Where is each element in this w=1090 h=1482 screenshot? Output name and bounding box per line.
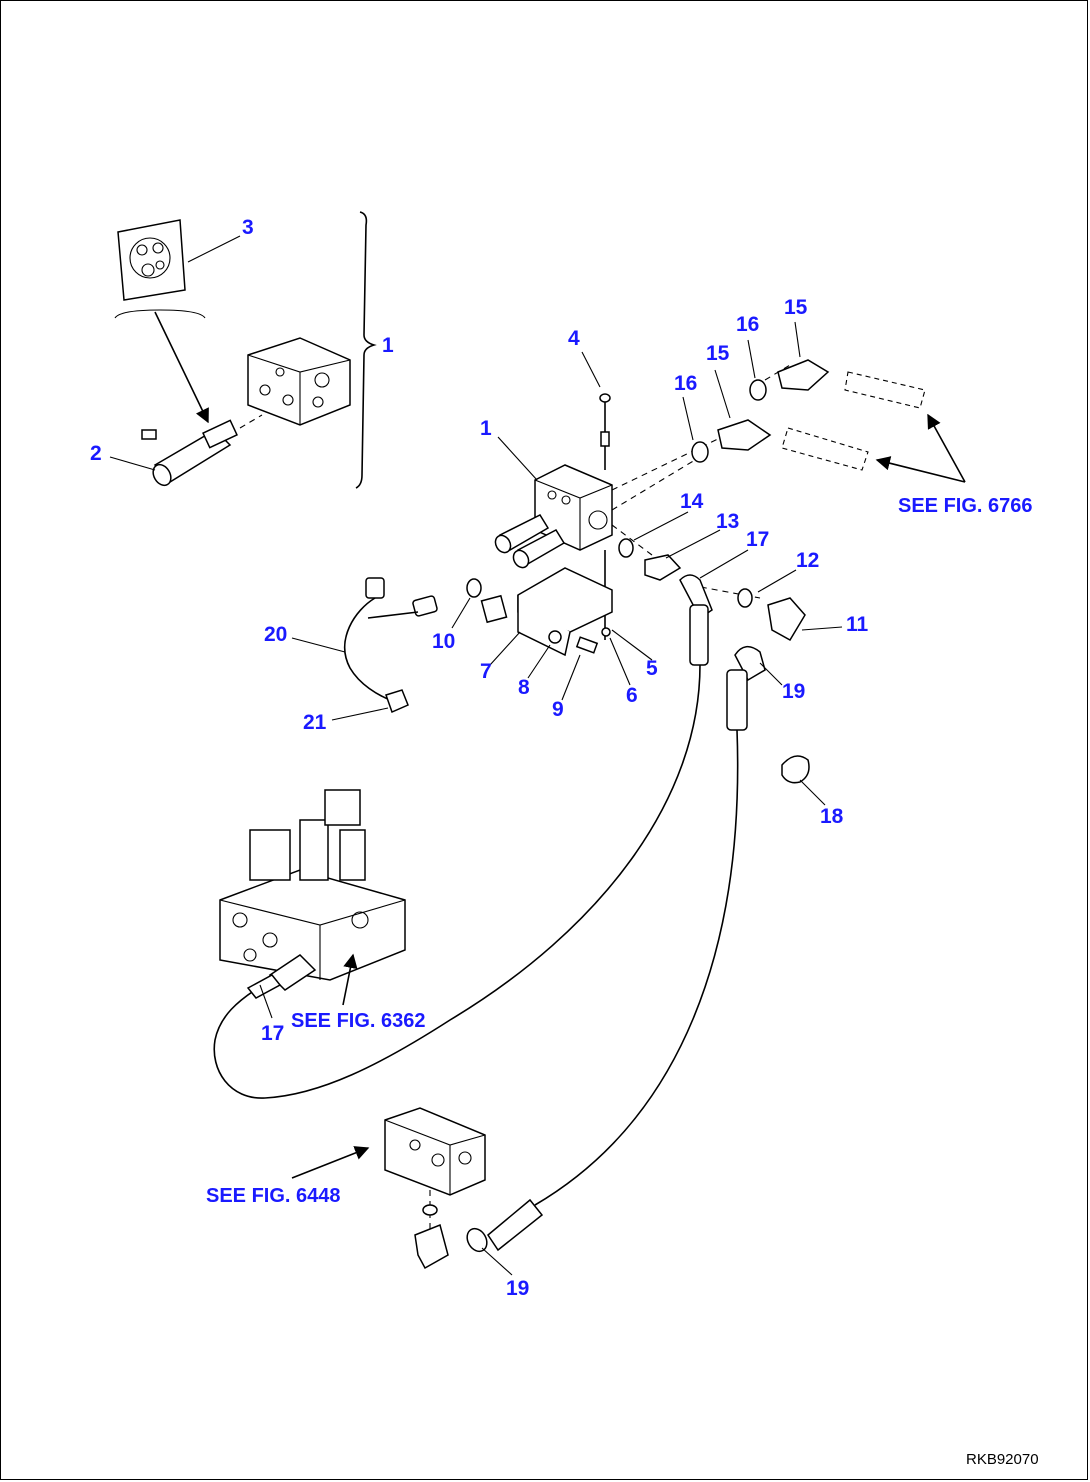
callout-8: 8 (518, 676, 530, 699)
callout-15-b: 15 (784, 296, 808, 319)
callout-1-valve: 1 (480, 417, 492, 440)
callout-12: 12 (796, 549, 819, 572)
fittings-11-14 (618, 538, 806, 642)
fittings-15-16 (691, 359, 966, 483)
clip-part-18 (781, 755, 810, 784)
solenoid-part-2 (141, 414, 263, 487)
figure-references: SEE FIG. 6766 SEE FIG. 6362 SEE FIG. 644… (206, 495, 1033, 1207)
valve-6448 (291, 1107, 486, 1270)
assembly-brace (355, 211, 377, 489)
callout-5: 5 (646, 657, 658, 680)
valve-block-inset (247, 337, 351, 426)
callout-15-a: 15 (706, 342, 730, 365)
callout-21: 21 (303, 711, 327, 734)
callout-7: 7 (480, 660, 492, 683)
callout-14: 14 (680, 490, 704, 513)
callout-11: 11 (846, 613, 869, 636)
see-fig-6766: SEE FIG. 6766 (898, 495, 1033, 517)
callout-3: 3 (242, 216, 254, 239)
callout-19-a: 19 (782, 680, 805, 703)
callout-10: 10 (432, 630, 455, 653)
main-valve-assembly (494, 437, 761, 599)
leader-lines (109, 235, 843, 1276)
callout-2: 2 (90, 442, 102, 465)
bracket-part-7 (466, 567, 613, 657)
callout-labels: 3 1 2 1 4 16 15 16 15 14 13 17 12 11 19 … (90, 216, 869, 1300)
callout-1-assembly: 1 (382, 334, 394, 357)
hose-17 (213, 604, 709, 1099)
callout-17-a: 17 (746, 528, 769, 551)
callout-18: 18 (820, 805, 844, 828)
see-fig-6448: SEE FIG. 6448 (206, 1185, 341, 1207)
callout-19-b: 19 (506, 1277, 529, 1300)
callout-13: 13 (716, 510, 739, 533)
callout-16-b: 16 (736, 313, 759, 336)
callout-20: 20 (264, 623, 287, 646)
connector-detail-3 (114, 219, 209, 424)
callout-6: 6 (626, 684, 638, 707)
drawing-code: RKB92070 (966, 1451, 1039, 1468)
hose-19 (466, 646, 766, 1253)
harness-20-21 (344, 577, 438, 714)
callout-17-b: 17 (261, 1022, 284, 1045)
callout-4: 4 (568, 327, 580, 350)
callout-16-a: 16 (674, 372, 697, 395)
control-valve-6362 (219, 789, 406, 1006)
see-fig-6362: SEE FIG. 6362 (291, 1010, 426, 1032)
callout-9: 9 (552, 698, 564, 721)
